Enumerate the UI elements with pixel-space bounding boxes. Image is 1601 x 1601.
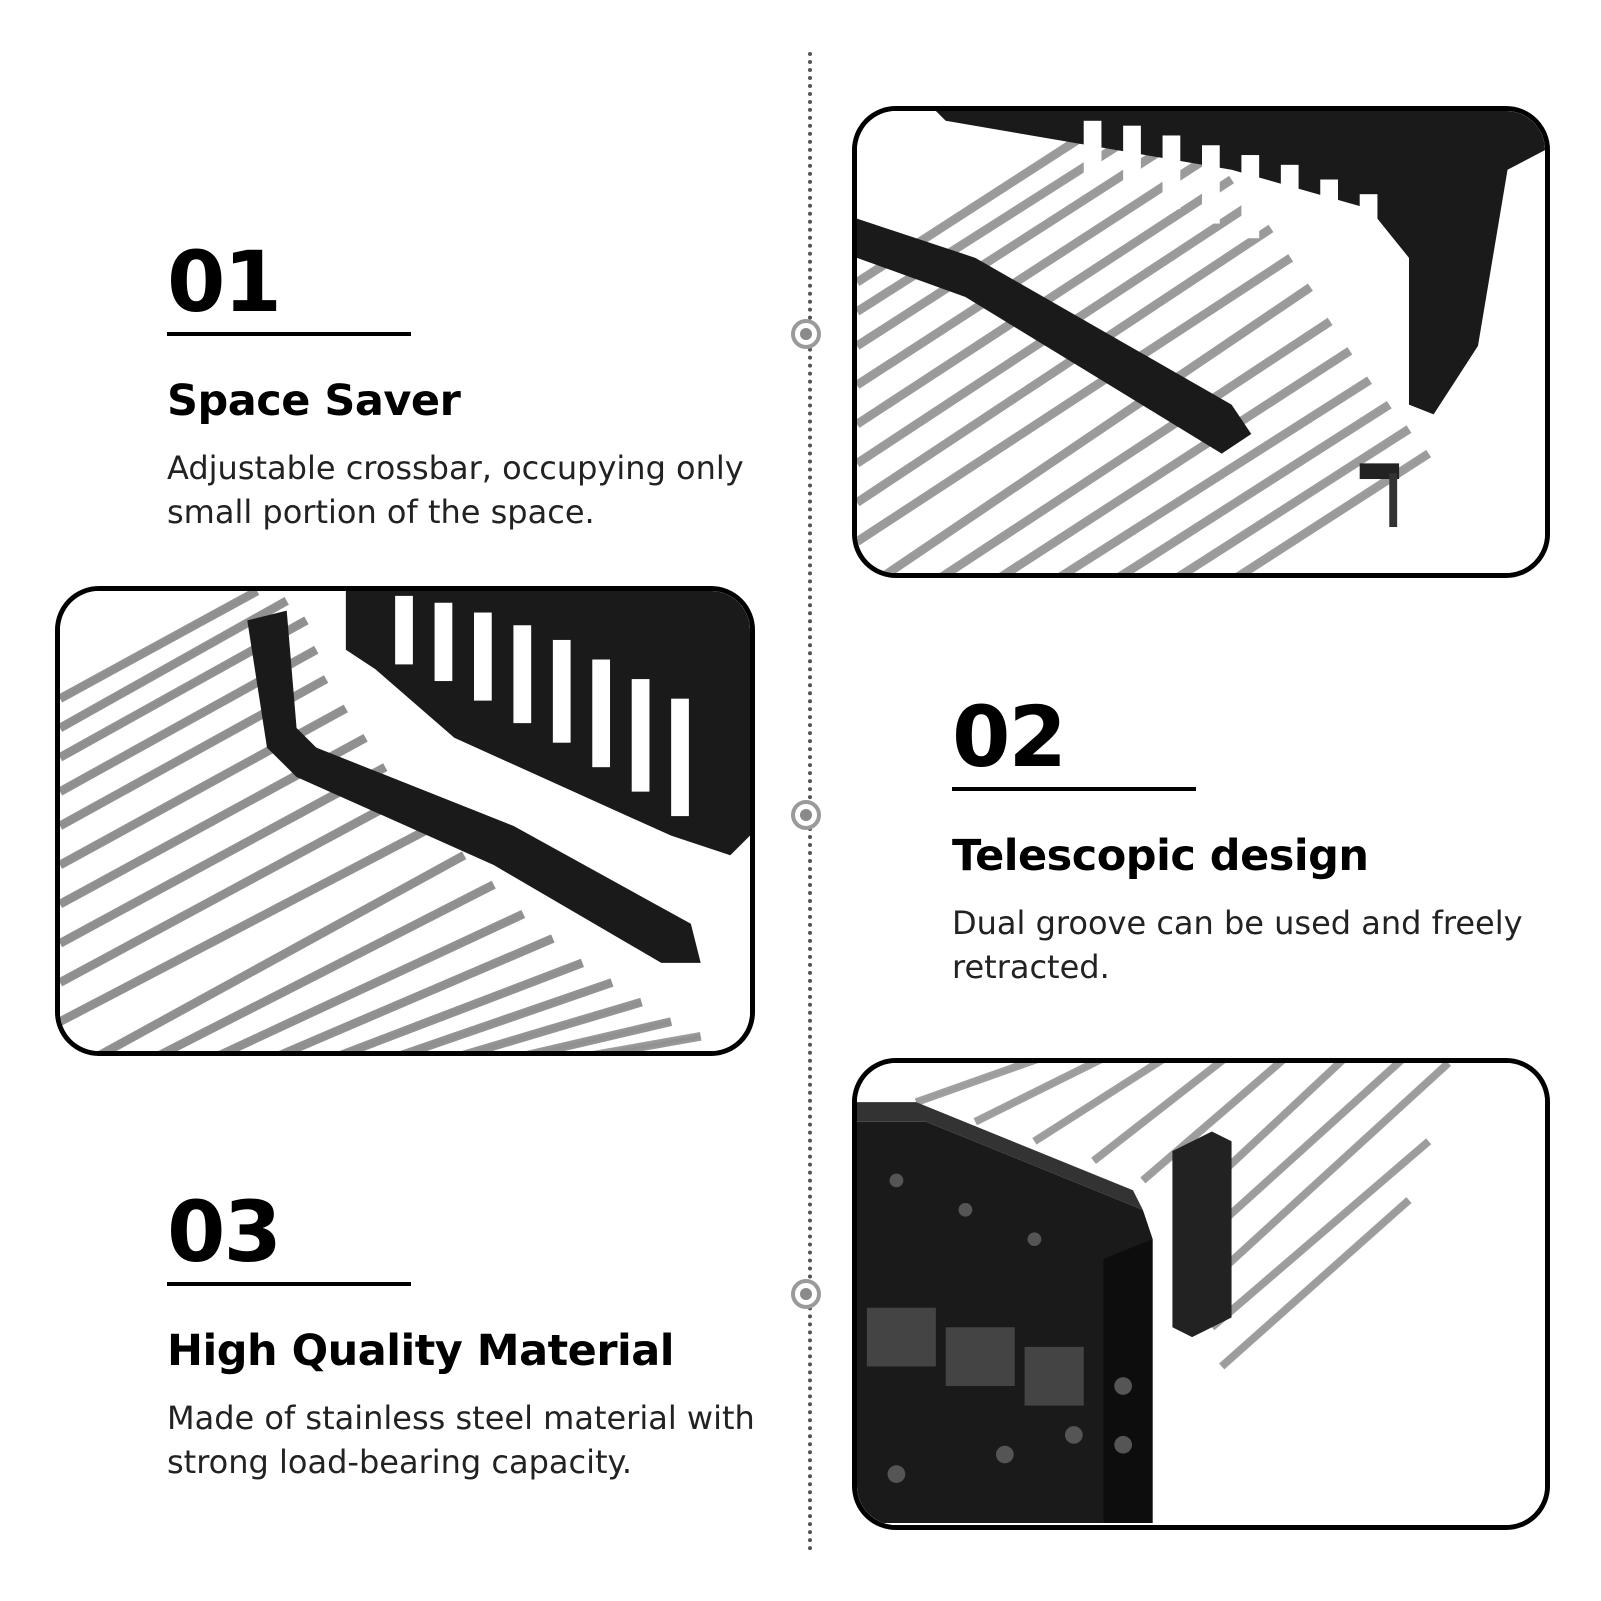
- feature-number: 02: [952, 688, 1067, 786]
- feature-block-1: 01 Space Saver Adjustable crossbar, occu…: [167, 240, 767, 534]
- feature-description: Adjustable crossbar, occupying only smal…: [167, 449, 744, 531]
- timeline-node-3: [791, 1279, 821, 1309]
- feature-number: 03: [167, 1183, 282, 1281]
- timeline-node-2: [791, 800, 821, 830]
- feature-title: High Quality Material: [167, 1326, 675, 1376]
- feature-underline: [167, 1282, 411, 1286]
- feature-description: Dual groove can be used and freely retra…: [952, 904, 1523, 986]
- drying-rack-crossbar-photo: [55, 586, 755, 1056]
- drying-rack-telescopic-photo: [852, 106, 1550, 578]
- feature-block-3: 03 High Quality Material Made of stainle…: [167, 1190, 767, 1484]
- feature-title: Telescopic design: [952, 831, 1369, 881]
- drying-rack-frame-photo: [852, 1058, 1550, 1530]
- feature-underline: [167, 332, 411, 336]
- timeline-node-1: [791, 319, 821, 349]
- feature-number: 01: [167, 233, 282, 331]
- feature-description: Made of stainless steel material with st…: [167, 1399, 755, 1481]
- feature-title: Space Saver: [167, 376, 461, 426]
- feature-block-2: 02 Telescopic design Dual groove can be …: [952, 695, 1552, 989]
- feature-underline: [952, 787, 1196, 791]
